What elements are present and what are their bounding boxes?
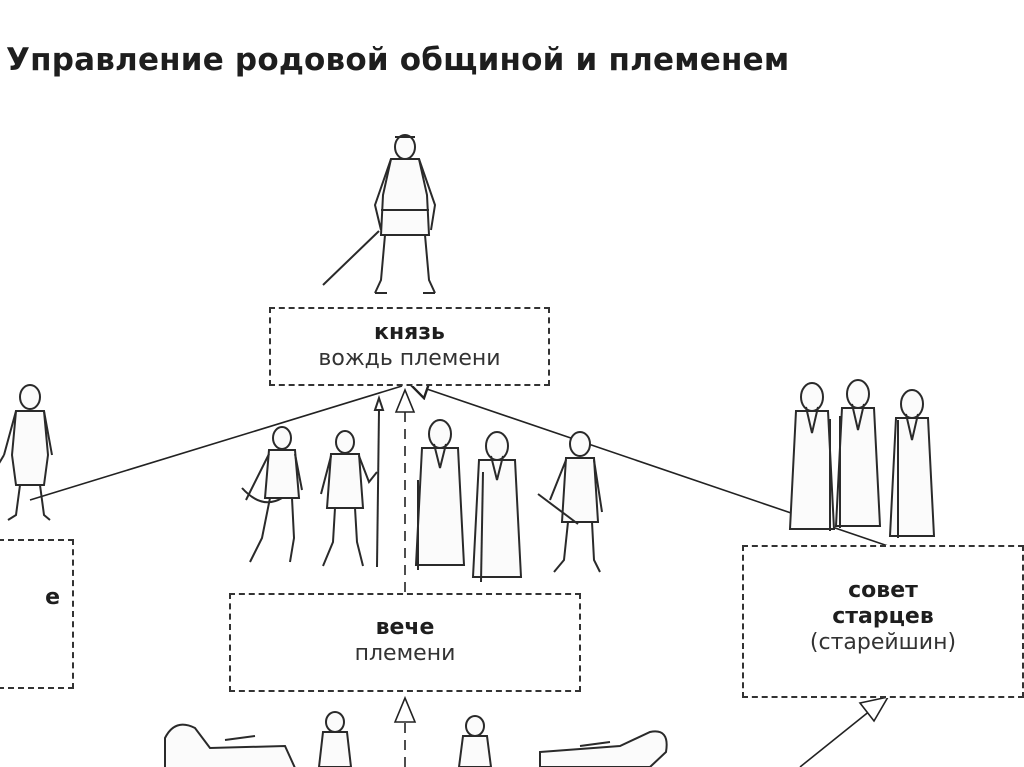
prince-sublabel: вождь племени: [318, 346, 501, 371]
elder-figure-icon: [471, 431, 523, 583]
prince-node: князь вождь племени: [269, 307, 550, 386]
horse-figure-icon: [164, 723, 296, 767]
council-sublabel: (старейшин): [809, 630, 957, 655]
veche-label: вече: [375, 615, 435, 640]
council-node: совет старцев (старейшин): [742, 545, 1024, 698]
spearman-figure-icon: [320, 394, 385, 568]
elder-figure-icon: [414, 419, 466, 570]
prince-figure-icon: [322, 134, 437, 294]
warrior-figure-icon: [537, 431, 603, 573]
arrow-bottom-to-council: [858, 695, 890, 723]
archer-figure-icon: [241, 426, 303, 563]
diagram-title: Управление родовой общиной и племенем: [6, 42, 790, 78]
elder-figure-icon: [888, 389, 936, 538]
prince-label: князь: [374, 320, 445, 345]
left-node: е: [0, 539, 74, 689]
horse-figure-icon: [539, 730, 668, 767]
arrow-veche-to-prince: [394, 387, 416, 413]
rider-figure-icon: [317, 711, 353, 767]
veche-sublabel: племени: [354, 641, 456, 666]
left-node-label: е: [45, 585, 60, 610]
connector-left-to-prince: [29, 385, 403, 501]
arrow-bottom-to-veche: [393, 695, 417, 723]
veche-node: вече племени: [229, 593, 581, 692]
elder-figure-icon: [834, 379, 882, 528]
connector-bottom-to-council: [799, 705, 877, 767]
council-label-line2: старцев: [832, 604, 934, 629]
warrior-figure-icon: [0, 384, 53, 521]
rider-figure-icon: [457, 715, 493, 767]
council-label-line1: совет: [848, 578, 918, 603]
elder-figure-icon: [788, 382, 836, 531]
